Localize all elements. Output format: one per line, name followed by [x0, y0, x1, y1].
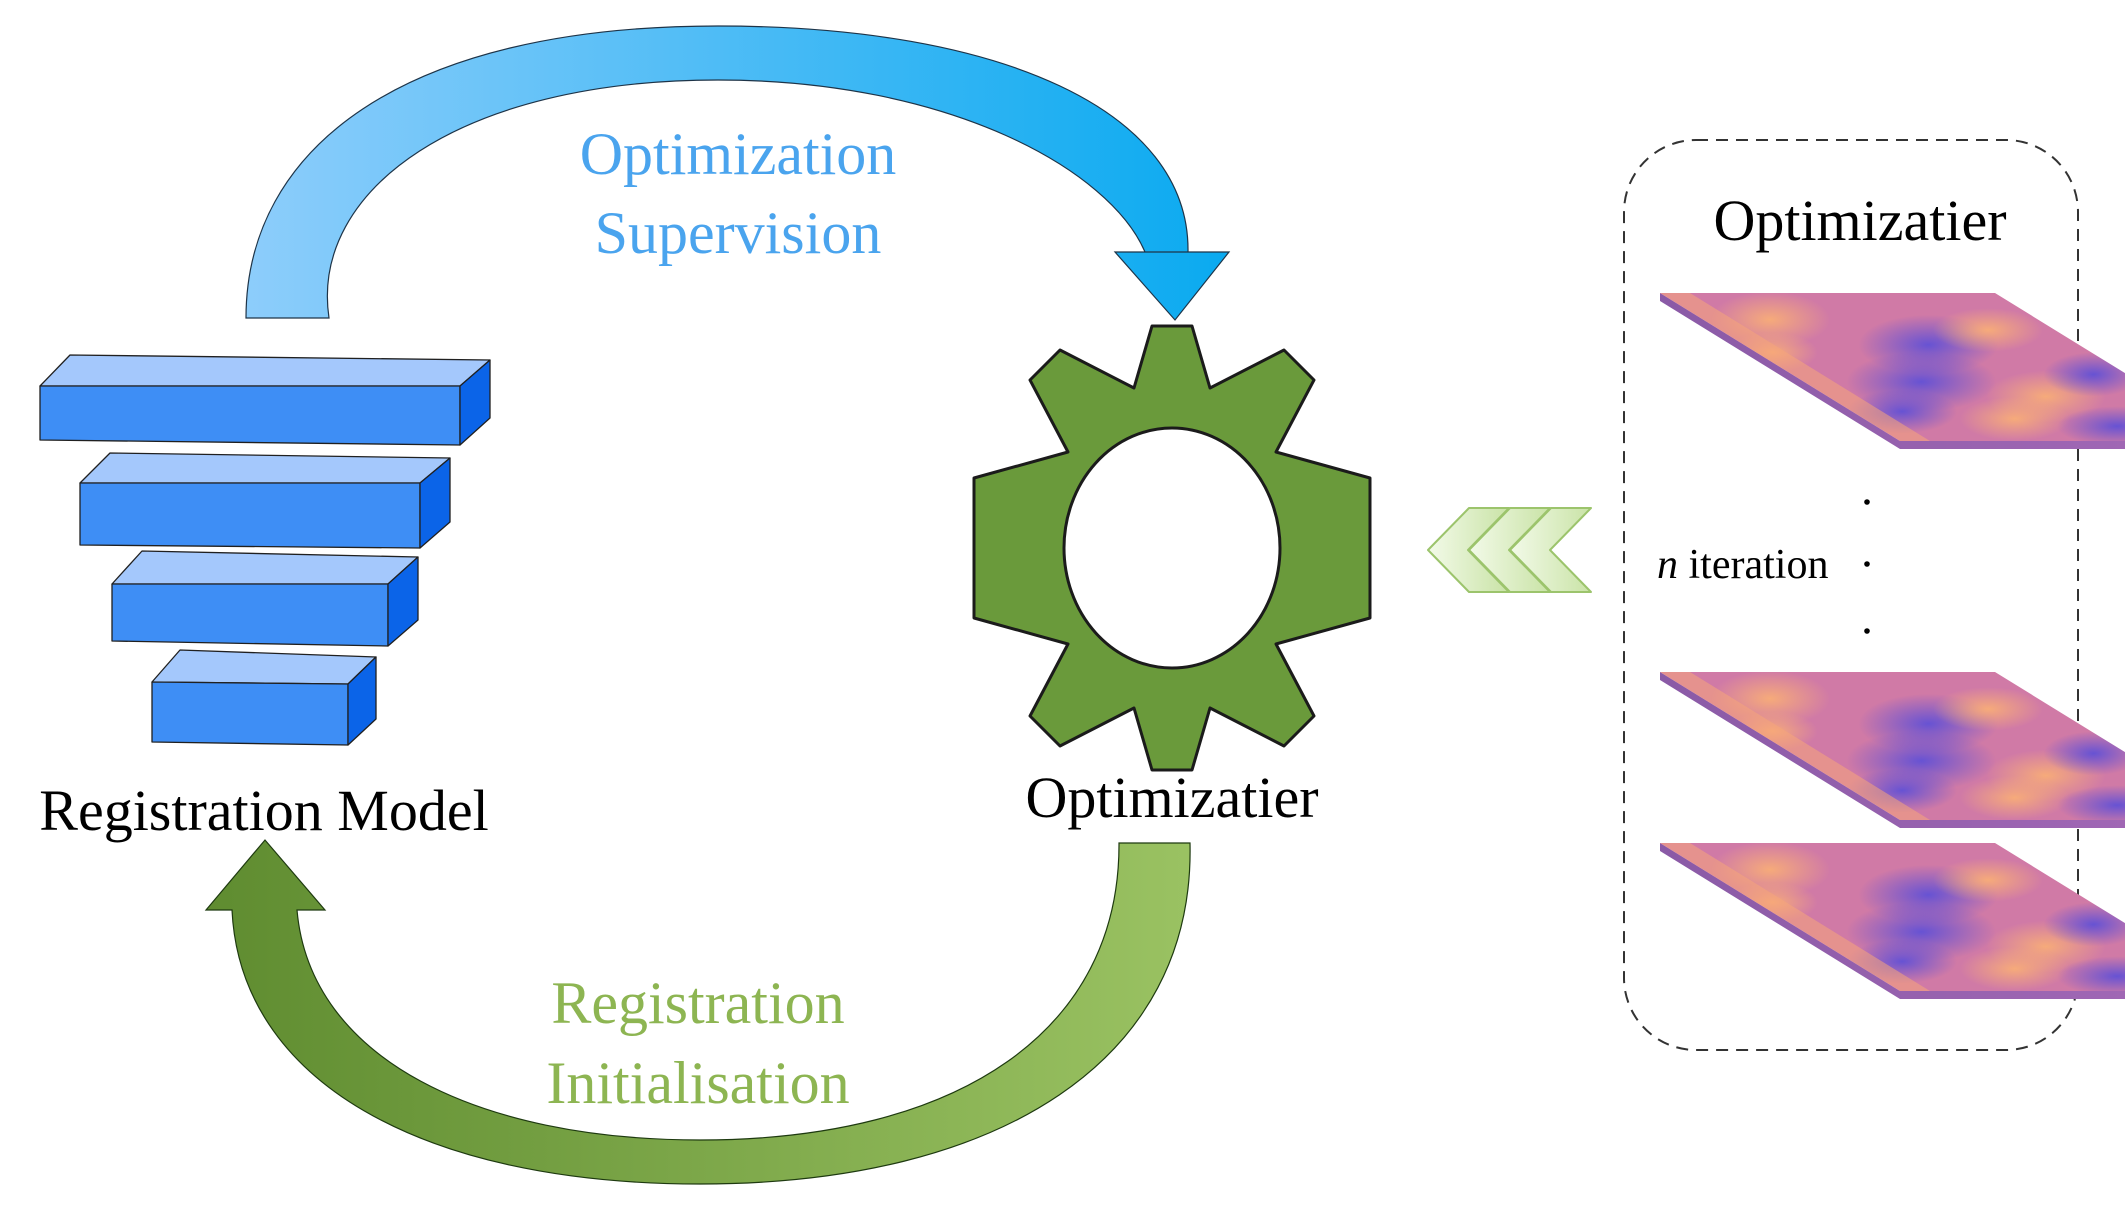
tile-highlight [1660, 293, 1930, 441]
panel-title: Optimizatier [1713, 188, 2006, 253]
tile-blob [1933, 687, 2043, 731]
iteration-tiles [1660, 293, 2125, 999]
tile-blob [1959, 946, 2070, 991]
gear-label: Optimizatier [1025, 765, 1318, 830]
optimization-supervision-line1: Optimization [580, 121, 897, 187]
tile-blob [2057, 406, 2125, 441]
tile-blob [1959, 775, 2070, 820]
tile-highlight [1660, 672, 1930, 820]
ellipsis-dot-1 [1864, 499, 1870, 505]
triple-chevron-left-icon [1427, 507, 1592, 593]
tile-blob [2057, 785, 2125, 820]
ellipsis-dot-2 [1864, 561, 1870, 567]
tile-blob [1933, 308, 2043, 352]
tile-blob [1959, 396, 2070, 441]
registration-initialisation-line2: Initialisation [546, 1050, 849, 1116]
optimizatier-panel [1623, 139, 2079, 1051]
registration-model-label: Registration Model [39, 778, 488, 843]
iteration-label: n iteration [1657, 542, 1828, 588]
stacked-blocks-icon [39, 354, 491, 746]
tile-blob [2057, 956, 2125, 991]
heatmap-tile [1660, 672, 2125, 828]
tile-blob [1933, 858, 2043, 902]
registration-initialisation-line1: Registration [551, 970, 844, 1036]
optimization-supervision-arrow [245, 25, 1231, 321]
heatmap-tile [1660, 293, 2125, 449]
optimization-supervision-line2: Supervision [595, 200, 882, 266]
ellipsis-dot-3 [1864, 628, 1870, 634]
heatmap-tile [1660, 843, 2125, 999]
registration-initialisation-arrow [204, 839, 1191, 1185]
iteration-word: iteration [1678, 542, 1828, 588]
iteration-n: n [1657, 542, 1678, 588]
gear-icon [972, 324, 1372, 772]
tile-highlight [1660, 843, 1930, 991]
